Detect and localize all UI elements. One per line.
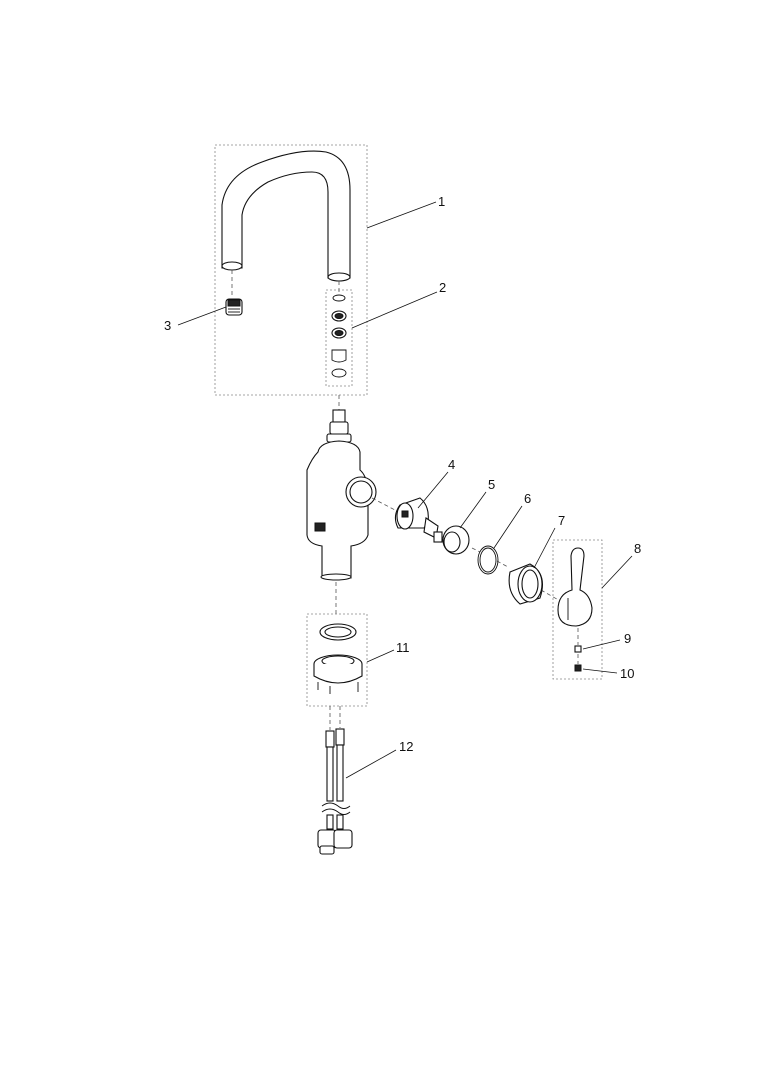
cartridge-axis-3 (471, 547, 481, 553)
seal-set-box (325, 289, 353, 387)
handle-o-ring (477, 545, 499, 575)
brand-logo-mark (314, 522, 326, 532)
mounting-set (313, 623, 363, 694)
cartridge-nut (442, 525, 470, 555)
callout-6: 6 (524, 491, 531, 506)
cartridge-axis-1 (371, 497, 396, 511)
spout (221, 150, 351, 282)
callout-7: 7 (558, 513, 565, 528)
callout-10: 10 (620, 666, 634, 681)
callout-2: 2 (439, 280, 446, 295)
callout-4: 4 (448, 457, 455, 472)
callout-3: 3 (164, 318, 171, 333)
mixer-body (306, 440, 377, 581)
lever-handle-box (552, 539, 603, 680)
lever-handle (557, 547, 593, 627)
set-screw (574, 664, 582, 672)
callout-labels: 1 2 3 4 5 6 7 8 9 10 11 12 (164, 194, 641, 754)
callout-9: 9 (624, 631, 631, 646)
spout-group-box (214, 144, 368, 396)
leader-lines (177, 201, 633, 779)
lever-handle-group (552, 539, 603, 680)
callout-12: 12 (399, 739, 413, 754)
aerator (225, 298, 243, 316)
cartridge-axis-5 (540, 589, 563, 603)
cartridge-axis-4 (496, 560, 509, 568)
mounting-set-group (306, 613, 368, 707)
cover-sleeve (508, 563, 543, 605)
seal-set (331, 294, 347, 378)
swivel-connector (326, 409, 352, 443)
spout-group (214, 144, 368, 396)
connection-hoses (317, 728, 353, 855)
cartridge (394, 497, 443, 543)
mounting-set-box (306, 613, 368, 707)
callout-8: 8 (634, 541, 641, 556)
callout-1: 1 (438, 194, 445, 209)
set-screw-cap (574, 645, 582, 653)
callout-5: 5 (488, 477, 495, 492)
callout-11: 11 (396, 640, 410, 655)
